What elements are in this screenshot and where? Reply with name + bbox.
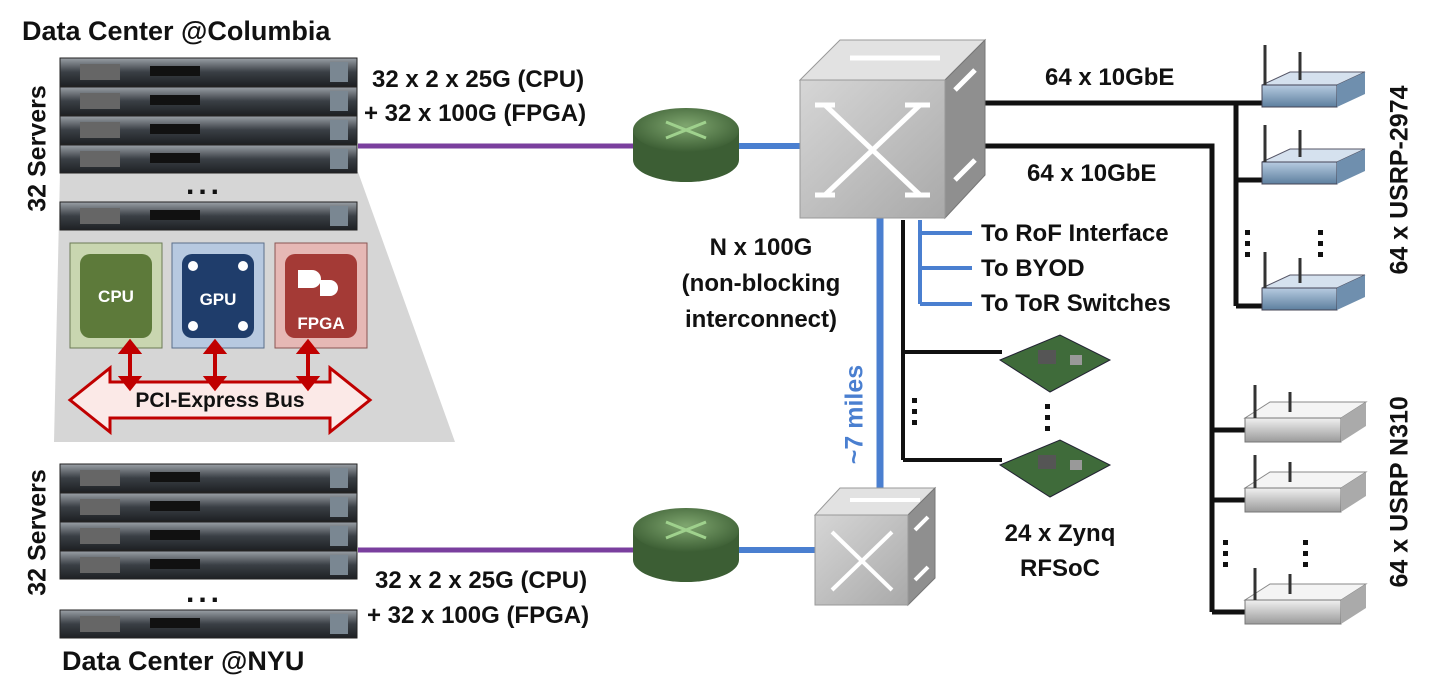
server-unit: [59, 463, 358, 493]
core-branches: [918, 220, 972, 306]
nyu-switch: [813, 486, 937, 607]
core-interconnect-line1: N x 100G: [709, 234, 813, 261]
zynq-board: [998, 334, 1112, 393]
n310-ellipsis-left: [1223, 540, 1229, 573]
zynq-label-line2: RFSoC: [1020, 555, 1100, 582]
nyu-servers-label: 32 Servers: [23, 469, 52, 596]
zynq-links: [901, 220, 1002, 462]
rof-label: To RoF Interface: [981, 220, 1169, 247]
server-unit: [59, 144, 358, 174]
zynq-board-ellipsis: [1045, 404, 1051, 437]
columbia-router: [633, 108, 739, 182]
pcie-bus-arrow: [67, 364, 373, 436]
nyu-server-rack: [59, 463, 358, 639]
cpu-label: CPU: [98, 287, 134, 306]
byod-label: To BYOD: [981, 255, 1085, 282]
core-switch: [798, 38, 987, 220]
columbia-server-rack: [59, 57, 358, 231]
usrp2974-links: [985, 100, 1262, 309]
gpu-label: GPU: [199, 290, 237, 309]
columbia-link-line2: + 32 x 100G (FPGA): [364, 100, 587, 127]
usrp2974-ellipsis-right: [1318, 230, 1324, 263]
gpu-chip: [171, 242, 265, 349]
pcie-bus-label: PCI-Express Bus: [135, 389, 305, 412]
zynq-vertical-ellipsis: [912, 398, 918, 431]
server-unit: [59, 550, 358, 580]
n310-count-label: 64 x USRP N310: [1385, 396, 1414, 588]
server-unit: [59, 115, 358, 145]
n310-device: [1243, 455, 1368, 513]
usrp2974-link-label: 64 x 10GbE: [1045, 64, 1175, 91]
usrp2974-device: [1261, 125, 1366, 185]
fpga-label: FPGA: [297, 314, 345, 333]
columbia-title: Data Center @Columbia: [22, 16, 331, 46]
usrp2974-ellipsis-left: [1245, 230, 1251, 263]
bus-connectors: [117, 338, 321, 392]
usrp2974-count-label: 64 x USRP-2974: [1385, 85, 1414, 275]
nyu-title: Data Center @NYU: [62, 646, 305, 676]
n310-link-label: 64 x 10GbE: [1027, 160, 1157, 187]
columbia-ellipsis: ...: [186, 168, 224, 201]
server-unit: [59, 521, 358, 551]
nyu-ellipsis: ...: [186, 576, 224, 609]
usrp2974-device: [1261, 45, 1366, 108]
columbia-link-line1: 32 x 2 x 25G (CPU): [372, 66, 585, 93]
n310-device: [1243, 568, 1368, 625]
usrp2974-device: [1261, 252, 1366, 311]
nyu-link-line2: + 32 x 100G (FPGA): [367, 602, 590, 629]
tor-label: To ToR Switches: [981, 290, 1171, 317]
server-unit: [59, 492, 358, 522]
nyu-router: [633, 508, 739, 582]
core-interconnect-line3: interconnect): [684, 306, 837, 333]
n310-device: [1243, 385, 1368, 443]
server-unit: [59, 57, 358, 87]
n310-links: [985, 143, 1245, 615]
n310-ellipsis-right: [1303, 540, 1309, 573]
columbia-servers-label: 32 Servers: [23, 85, 52, 212]
core-interconnect-line2: (non-blocking: [681, 270, 841, 297]
zynq-label-line1: 24 x Zynq: [1004, 520, 1116, 547]
nyu-link-line1: 32 x 2 x 25G (CPU): [375, 567, 588, 594]
server-unit: [59, 609, 358, 639]
fiber-distance-label: ~7 miles: [840, 364, 869, 465]
server-unit: [59, 86, 358, 116]
zynq-board: [998, 439, 1112, 498]
server-unit: [59, 201, 358, 231]
fpga-chip: [274, 242, 368, 349]
cpu-chip: [69, 242, 163, 349]
